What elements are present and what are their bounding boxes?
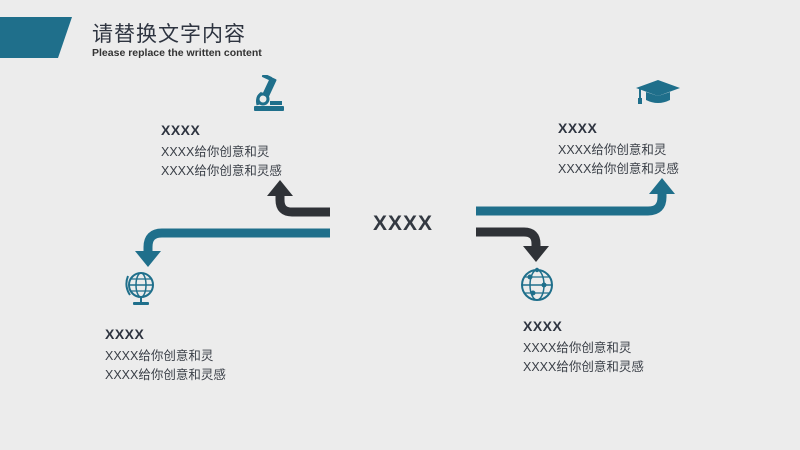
node-line: XXXX给你创意和灵感	[105, 368, 226, 382]
node-line: XXXX给你创意和灵	[523, 341, 632, 355]
microscope-icon	[254, 75, 284, 111]
node-bottom-right: XXXX XXXX给你创意和灵 XXXX给你创意和灵感	[523, 318, 644, 377]
graduation-cap-icon	[636, 80, 680, 104]
node-line: XXXX给你创意和灵感	[523, 360, 644, 374]
arrow-to-top-right	[476, 192, 667, 216]
arrowhead-bottom-left	[135, 251, 161, 267]
node-line: XXXX给你创意和灵感	[161, 164, 282, 178]
arrowhead-top-left	[267, 180, 293, 196]
arrow-to-top-left	[275, 194, 330, 217]
node-line: XXXX给你创意和灵	[558, 143, 667, 157]
node-bottom-left: XXXX XXXX给你创意和灵 XXXX给你创意和灵感	[105, 326, 226, 385]
node-heading: XXXX	[161, 122, 201, 138]
arrowhead-top-right	[649, 178, 675, 194]
header-accent-bar	[0, 17, 72, 58]
node-line: XXXX给你创意和灵	[161, 145, 270, 159]
node-line: XXXX给你创意和灵感	[558, 162, 679, 176]
node-heading: XXXX	[523, 318, 563, 334]
network-globe-icon	[521, 267, 553, 301]
arrow-to-bottom-right	[476, 227, 541, 248]
page-title: 请替换文字内容	[92, 23, 246, 46]
page-subtitle: Please replace the written content	[92, 47, 262, 59]
arrowhead-bottom-right	[523, 246, 549, 262]
globe-icon	[125, 272, 154, 305]
node-heading: XXXX	[558, 120, 598, 136]
node-line: XXXX给你创意和灵	[105, 349, 214, 363]
node-top-right: XXXX XXXX给你创意和灵 XXXX给你创意和灵感	[558, 120, 679, 179]
node-top-left: XXXX XXXX给你创意和灵 XXXX给你创意和灵感	[161, 122, 282, 181]
center-label: XXXX	[373, 212, 434, 235]
node-heading: XXXX	[105, 326, 145, 342]
arrow-to-bottom-left	[143, 228, 330, 253]
